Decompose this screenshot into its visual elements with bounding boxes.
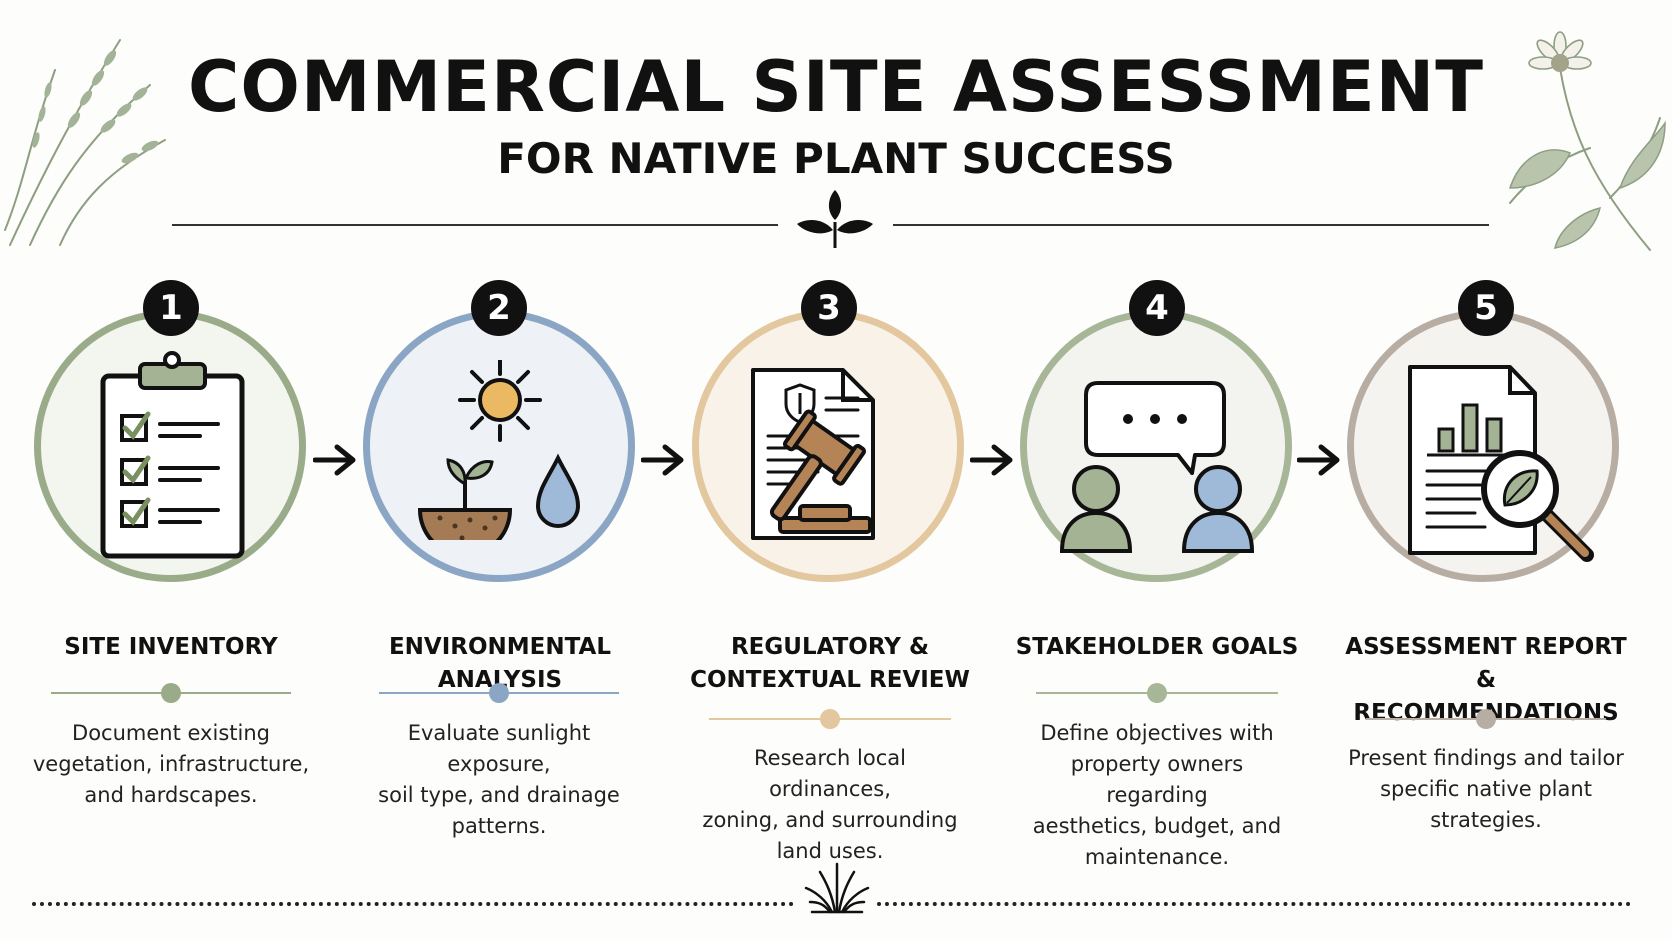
- step-3-title: REGULATORY & CONTEXTUAL REVIEW: [690, 634, 970, 693]
- page-subtitle: FOR NATIVE PLANT SUCCESS: [497, 134, 1175, 183]
- step-1-number-badge: 1: [143, 280, 199, 336]
- arrow-right-icon: [641, 444, 684, 476]
- grass-sprig-left-icon: [4, 39, 166, 246]
- page-title: COMMERCIAL SITE ASSESSMENT: [187, 46, 1485, 128]
- footer-dotted-line-right: [877, 902, 1631, 906]
- clipboard-checklist-icon: [100, 351, 245, 559]
- step-4-title: STAKEHOLDER GOALS: [1015, 634, 1299, 660]
- step-1-description: Document existing vegetation, infrastruc…: [32, 721, 310, 807]
- arrow-right-icon: [1297, 444, 1340, 476]
- step-2-description: Evaluate sunlight exposure, soil type, a…: [378, 721, 620, 838]
- step-1-title: SITE INVENTORY: [64, 634, 278, 660]
- arrow-right-icon: [970, 444, 1013, 476]
- step-4-divider-dot: [1147, 683, 1167, 703]
- people-chat-icon: [1060, 381, 1255, 553]
- arrow-right-icon: [313, 444, 356, 476]
- footer-dotted-line-left: [32, 902, 794, 906]
- header-rule-left: [172, 224, 778, 226]
- step-5-number-badge: 5: [1458, 280, 1514, 336]
- step-3-description: Research local ordinances, zoning, and s…: [702, 746, 958, 863]
- step-1-divider-dot: [161, 683, 181, 703]
- step-2-number-badge: 2: [471, 280, 527, 336]
- document-gavel-icon: [751, 368, 875, 540]
- step-4-description: Define objectives with property owners r…: [1032, 721, 1282, 869]
- leaf-sprout-icon: [797, 190, 873, 248]
- step-2-divider-dot: [489, 683, 509, 703]
- step-3-number-badge: 3: [801, 280, 857, 336]
- step-5-description: Present findings and tailor specific nat…: [1348, 746, 1624, 832]
- step-5-divider-dot: [1476, 709, 1496, 729]
- step-4-number-badge: 4: [1129, 280, 1185, 336]
- sun-soil-water-icon: [417, 360, 581, 540]
- header-rule-right: [893, 224, 1489, 226]
- report-magnifier-icon: [1408, 365, 1594, 562]
- grass-tuft-icon: [804, 862, 870, 914]
- coneflower-right-icon: [1508, 31, 1666, 251]
- step-3-divider-dot: [820, 709, 840, 729]
